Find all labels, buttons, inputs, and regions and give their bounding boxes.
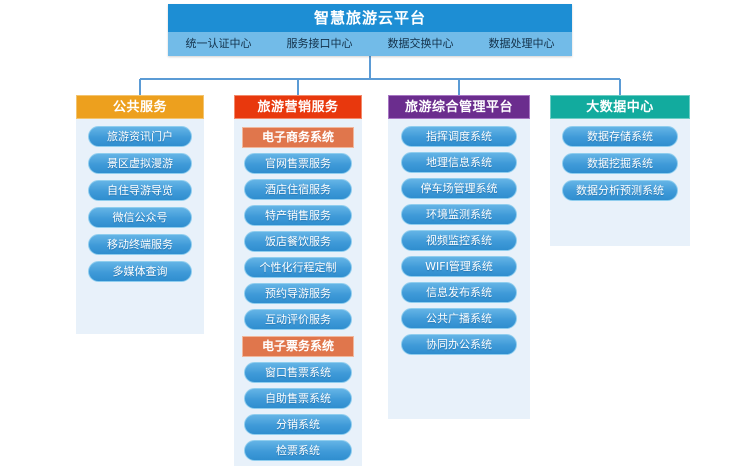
column-body-integrated-management: 指挥调度系统地理信息系统停车场管理系统环境监测系统视频监控系统 WIFI管理系统信… (388, 119, 530, 419)
platform-centers-row: 统一认证中心 服务接口中心 数据交换中心 数据处理中心 (168, 32, 572, 56)
center-item-data-exchange[interactable]: 数据交换中心 (387, 37, 454, 50)
node-pill[interactable]: 数据分析预测系统 (562, 180, 678, 201)
node-pill[interactable]: 个性化行程定制 (244, 257, 352, 278)
node-pill[interactable]: 公共广播系统 (401, 308, 517, 329)
node-pill[interactable]: 指挥调度系统 (401, 126, 517, 147)
node-pill[interactable]: 官网售票服务 (244, 153, 352, 174)
node-pill[interactable]: 特产销售服务 (244, 205, 352, 226)
node-pill[interactable]: 饭店餐饮服务 (244, 231, 352, 252)
node-pill[interactable]: 环境监测系统 (401, 204, 517, 225)
column-body-public-service: 旅游资讯门户景区虚拟漫游自住导游导览微信公众号移动终端服务多媒体查询 (76, 119, 204, 334)
center-item-service-interface[interactable]: 服务接口中心 (286, 37, 353, 50)
node-pill[interactable]: 协同办公系统 (401, 334, 517, 355)
node-pill[interactable]: 景区虚拟漫游 (88, 153, 192, 174)
group-header[interactable]: 电子商务系统 (242, 127, 354, 148)
column-tourism-marketing: 旅游营销服务 电子商务系统官网售票服务酒店住宿服务特产销售服务饭店餐饮服务个性化… (234, 95, 362, 466)
node-pill[interactable]: 旅游资讯门户 (88, 126, 192, 147)
node-pill[interactable]: 停车场管理系统 (401, 178, 517, 199)
column-header-tourism-marketing[interactable]: 旅游营销服务 (234, 95, 362, 119)
column-body-tourism-marketing: 电子商务系统官网售票服务酒店住宿服务特产销售服务饭店餐饮服务个性化行程定制预约导… (234, 119, 362, 466)
node-pill[interactable]: 分销系统 (244, 414, 352, 435)
node-pill[interactable]: 自住导游导览 (88, 180, 192, 201)
node-pill[interactable]: 互动评价服务 (244, 309, 352, 330)
platform-title: 智慧旅游云平台 (168, 4, 572, 32)
column-public-service: 公共服务 旅游资讯门户景区虚拟漫游自住导游导览微信公众号移动终端服务多媒体查询 (76, 95, 204, 334)
group-header[interactable]: 电子票务系统 (242, 336, 354, 357)
node-pill[interactable]: 检票系统 (244, 440, 352, 461)
node-pill[interactable]: WIFI管理系统 (401, 256, 517, 277)
node-pill[interactable]: 地理信息系统 (401, 152, 517, 173)
column-header-integrated-management[interactable]: 旅游综合管理平台 (388, 95, 530, 119)
node-pill[interactable]: 视频监控系统 (401, 230, 517, 251)
node-pill[interactable]: 窗口售票系统 (244, 362, 352, 383)
node-pill[interactable]: 自助售票系统 (244, 388, 352, 409)
node-pill[interactable]: 多媒体查询 (88, 261, 192, 282)
node-pill[interactable]: 酒店住宿服务 (244, 179, 352, 200)
column-header-public-service[interactable]: 公共服务 (76, 95, 204, 119)
node-pill[interactable]: 微信公众号 (88, 207, 192, 228)
node-pill[interactable]: 数据挖掘系统 (562, 153, 678, 174)
architecture-diagram: 智慧旅游云平台 统一认证中心 服务接口中心 数据交换中心 数据处理中心 公共服务… (76, 4, 690, 466)
column-big-data-center: 大数据中心 数据存储系统数据挖掘系统数据分析预测系统 (550, 95, 690, 246)
node-pill[interactable]: 信息发布系统 (401, 282, 517, 303)
column-integrated-management: 旅游综合管理平台 指挥调度系统地理信息系统停车场管理系统环境监测系统视频监控系统… (388, 95, 530, 419)
platform-banner: 智慧旅游云平台 统一认证中心 服务接口中心 数据交换中心 数据处理中心 (168, 4, 572, 56)
node-pill[interactable]: 移动终端服务 (88, 234, 192, 255)
node-pill[interactable]: 数据存储系统 (562, 126, 678, 147)
column-header-big-data-center[interactable]: 大数据中心 (550, 95, 690, 119)
center-item-data-processing[interactable]: 数据处理中心 (488, 37, 555, 50)
column-body-big-data-center: 数据存储系统数据挖掘系统数据分析预测系统 (550, 119, 690, 246)
node-pill[interactable]: 预约导游服务 (244, 283, 352, 304)
center-item-unified-auth[interactable]: 统一认证中心 (185, 37, 252, 50)
